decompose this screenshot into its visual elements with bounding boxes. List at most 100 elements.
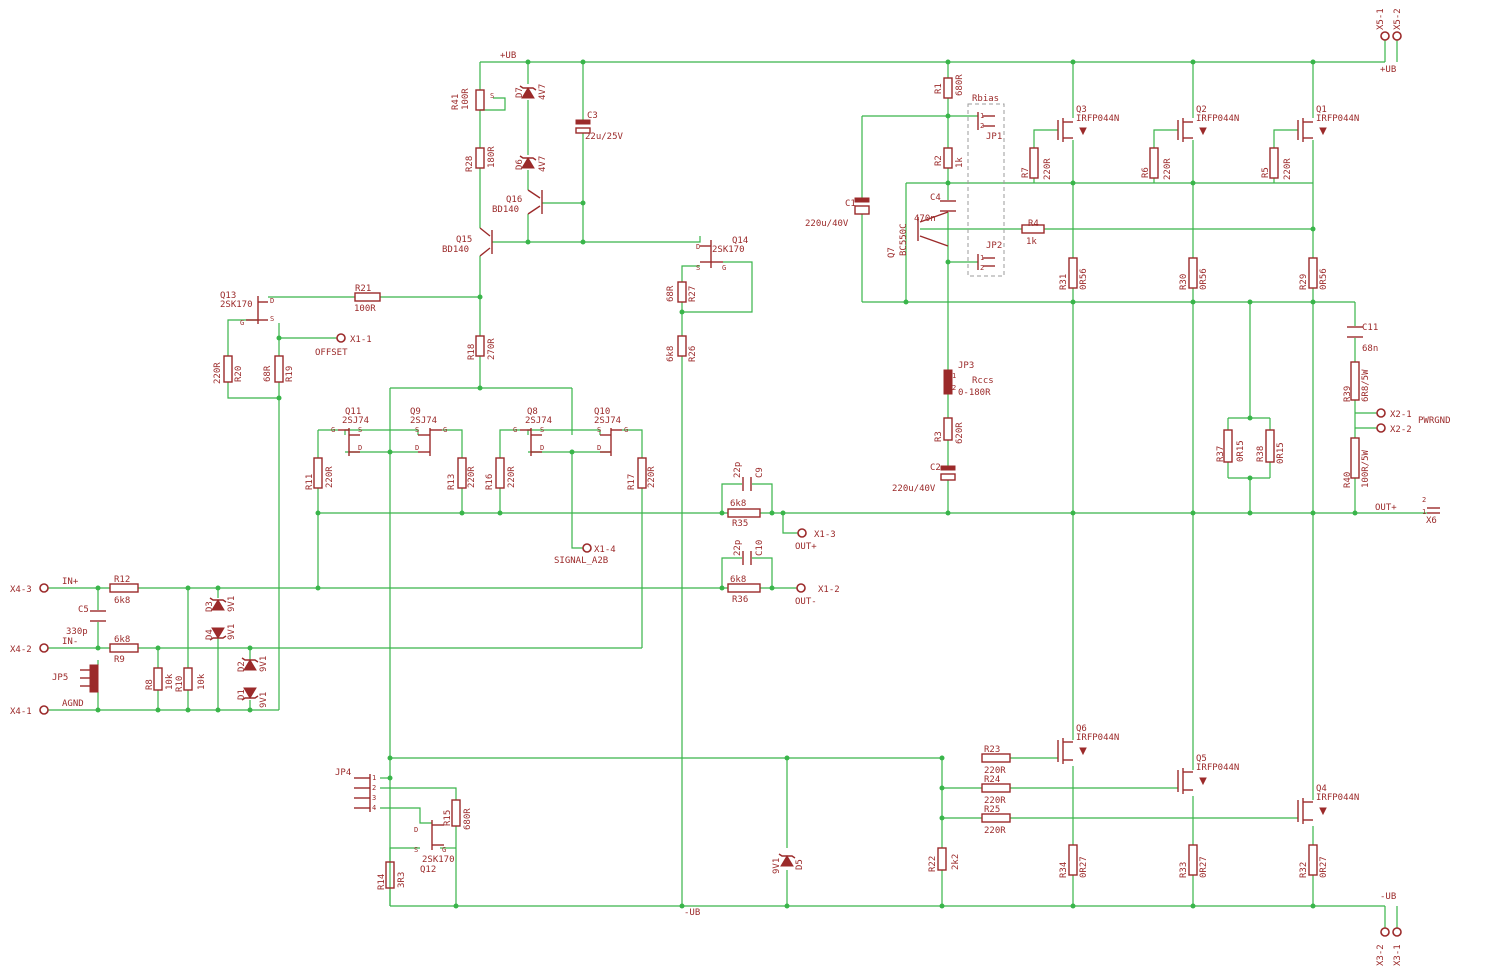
capacitor-c5 [90, 610, 106, 622]
label-q9-value: 2SJ74 [410, 416, 437, 426]
pad-x4-3[interactable] [39, 583, 49, 593]
resistor-r39 [1350, 361, 1360, 401]
transistor-q13 [246, 296, 268, 324]
label-r9-name: R9 [114, 655, 125, 665]
label-r2-name: R2 [934, 155, 944, 166]
label-r32-name: R32 [1299, 862, 1309, 878]
label-x1-3: X1-3 [814, 530, 836, 540]
pad-x1-4[interactable] [582, 543, 592, 553]
label-q6-value: IRFP044N [1076, 733, 1119, 743]
label-out-pos-right: OUT+ [1375, 503, 1397, 513]
label-rbias: Rbias [972, 94, 999, 104]
label-jp2: JP2 [986, 241, 1002, 251]
pin-jp2-2: 2 [980, 264, 984, 272]
label-d3-value: 9V1 [227, 596, 237, 612]
label-rccs: Rccs [972, 376, 994, 386]
label-r16-name: R16 [485, 474, 495, 490]
label-d4-value: 9V1 [227, 624, 237, 640]
resistor-r27 [677, 281, 687, 303]
label-r19-name: R19 [285, 366, 295, 382]
pad-x3-2[interactable] [1380, 927, 1390, 937]
pin-q9-d: D [415, 444, 419, 452]
label-r6-name: R6 [1141, 167, 1151, 178]
capacitor-c3 [575, 119, 591, 134]
label-x1-2: X1-2 [818, 585, 840, 595]
pin-jp1-1: 1 [980, 112, 984, 120]
label-q1-value: IRFP044N [1316, 114, 1359, 124]
label-r25-value: 220R [984, 826, 1006, 836]
label-r9-value: 6k8 [114, 635, 130, 645]
label-offset: OFFSET [315, 348, 348, 358]
connector-x6[interactable] [1427, 507, 1440, 514]
mosfet-q6 [1057, 738, 1087, 764]
pad-x1-2[interactable] [796, 583, 806, 593]
pin-jp1-2: 2 [980, 122, 984, 130]
label-r31-name: R31 [1059, 274, 1069, 290]
transistor-q8 [520, 428, 542, 456]
pad-x1-3[interactable] [797, 528, 807, 538]
resistor-r16 [495, 457, 505, 489]
jumper-jp4 [354, 774, 371, 812]
pin-q12-g: G [442, 846, 446, 854]
pin-q13-g: G [240, 319, 244, 327]
pad-x2-2[interactable] [1376, 423, 1386, 433]
label-r28-name: R28 [465, 156, 475, 172]
resistor-r7 [1029, 147, 1039, 179]
pad-x5-2[interactable] [1392, 31, 1402, 41]
label-r26-value: 6k8 [666, 346, 676, 362]
label-in-pos: IN+ [62, 577, 79, 587]
label-r38-value: 0R15 [1276, 442, 1286, 464]
jumper-jp2 [977, 254, 995, 270]
label-q8-name: Q8 [527, 407, 538, 417]
pad-x4-1[interactable] [39, 705, 49, 715]
resistor-r20 [223, 355, 233, 383]
pad-x2-1[interactable] [1376, 408, 1386, 418]
label-r18-value: 270R [487, 338, 497, 360]
label-r22-name: R22 [928, 856, 938, 872]
resistor-r38 [1265, 429, 1275, 463]
label-d3-name: D3 [205, 601, 215, 612]
resistor-r29 [1308, 257, 1318, 289]
transistor-q12 [431, 820, 444, 850]
label-r30-value: 0R56 [1199, 268, 1209, 290]
label-r4-name: R4 [1028, 219, 1039, 229]
capacitor-c1 [854, 197, 870, 215]
label-x4-2: X4-2 [10, 645, 32, 655]
pad-x5-1[interactable] [1380, 31, 1390, 41]
resistor-r2 [943, 147, 953, 169]
zener-d6 [519, 155, 537, 169]
pad-x3-1[interactable] [1392, 927, 1402, 937]
label-r25-name: R25 [984, 805, 1000, 815]
label-d6-name: D6 [515, 159, 525, 170]
label-r24-value: 220R [984, 796, 1006, 806]
label-q5-name: Q5 [1196, 754, 1207, 764]
label-q12-value: 2SK170 [422, 855, 455, 865]
label-r21-name: R21 [355, 284, 371, 294]
resistor-r11 [313, 457, 323, 489]
label-ub-right-top: +UB [1380, 65, 1396, 75]
label-d7-name: D7 [515, 87, 525, 98]
label-r14-value: 3R3 [397, 872, 407, 888]
resistor-r1 [943, 77, 953, 99]
mosfet-q4 [1297, 798, 1327, 824]
label-r10-value: 10k [197, 673, 207, 690]
label-d1-name: D1 [237, 689, 247, 700]
label-r8-name: R8 [145, 679, 155, 690]
label-r17-value: 220R [647, 466, 657, 488]
pad-x4-2[interactable] [39, 643, 49, 653]
label-r21-value: 100R [354, 304, 376, 314]
label-pwrgnd: PWRGND [1418, 416, 1451, 426]
pin-q8-d: D [540, 444, 544, 452]
label-c9-value: 22p [733, 462, 743, 478]
resistor-r6 [1149, 147, 1159, 179]
pad-x1-1[interactable] [336, 333, 346, 343]
label-r11-name: R11 [305, 474, 315, 490]
label-x4-1: X4-1 [10, 707, 32, 717]
label-c3-name: C3 [587, 111, 598, 121]
label-r37-name: R37 [1216, 446, 1226, 462]
pin-jp5-3: 3 [90, 684, 94, 692]
label-r36-name: R36 [732, 595, 748, 605]
transistor-q7 [917, 211, 949, 247]
resistor-r21 [354, 292, 381, 302]
